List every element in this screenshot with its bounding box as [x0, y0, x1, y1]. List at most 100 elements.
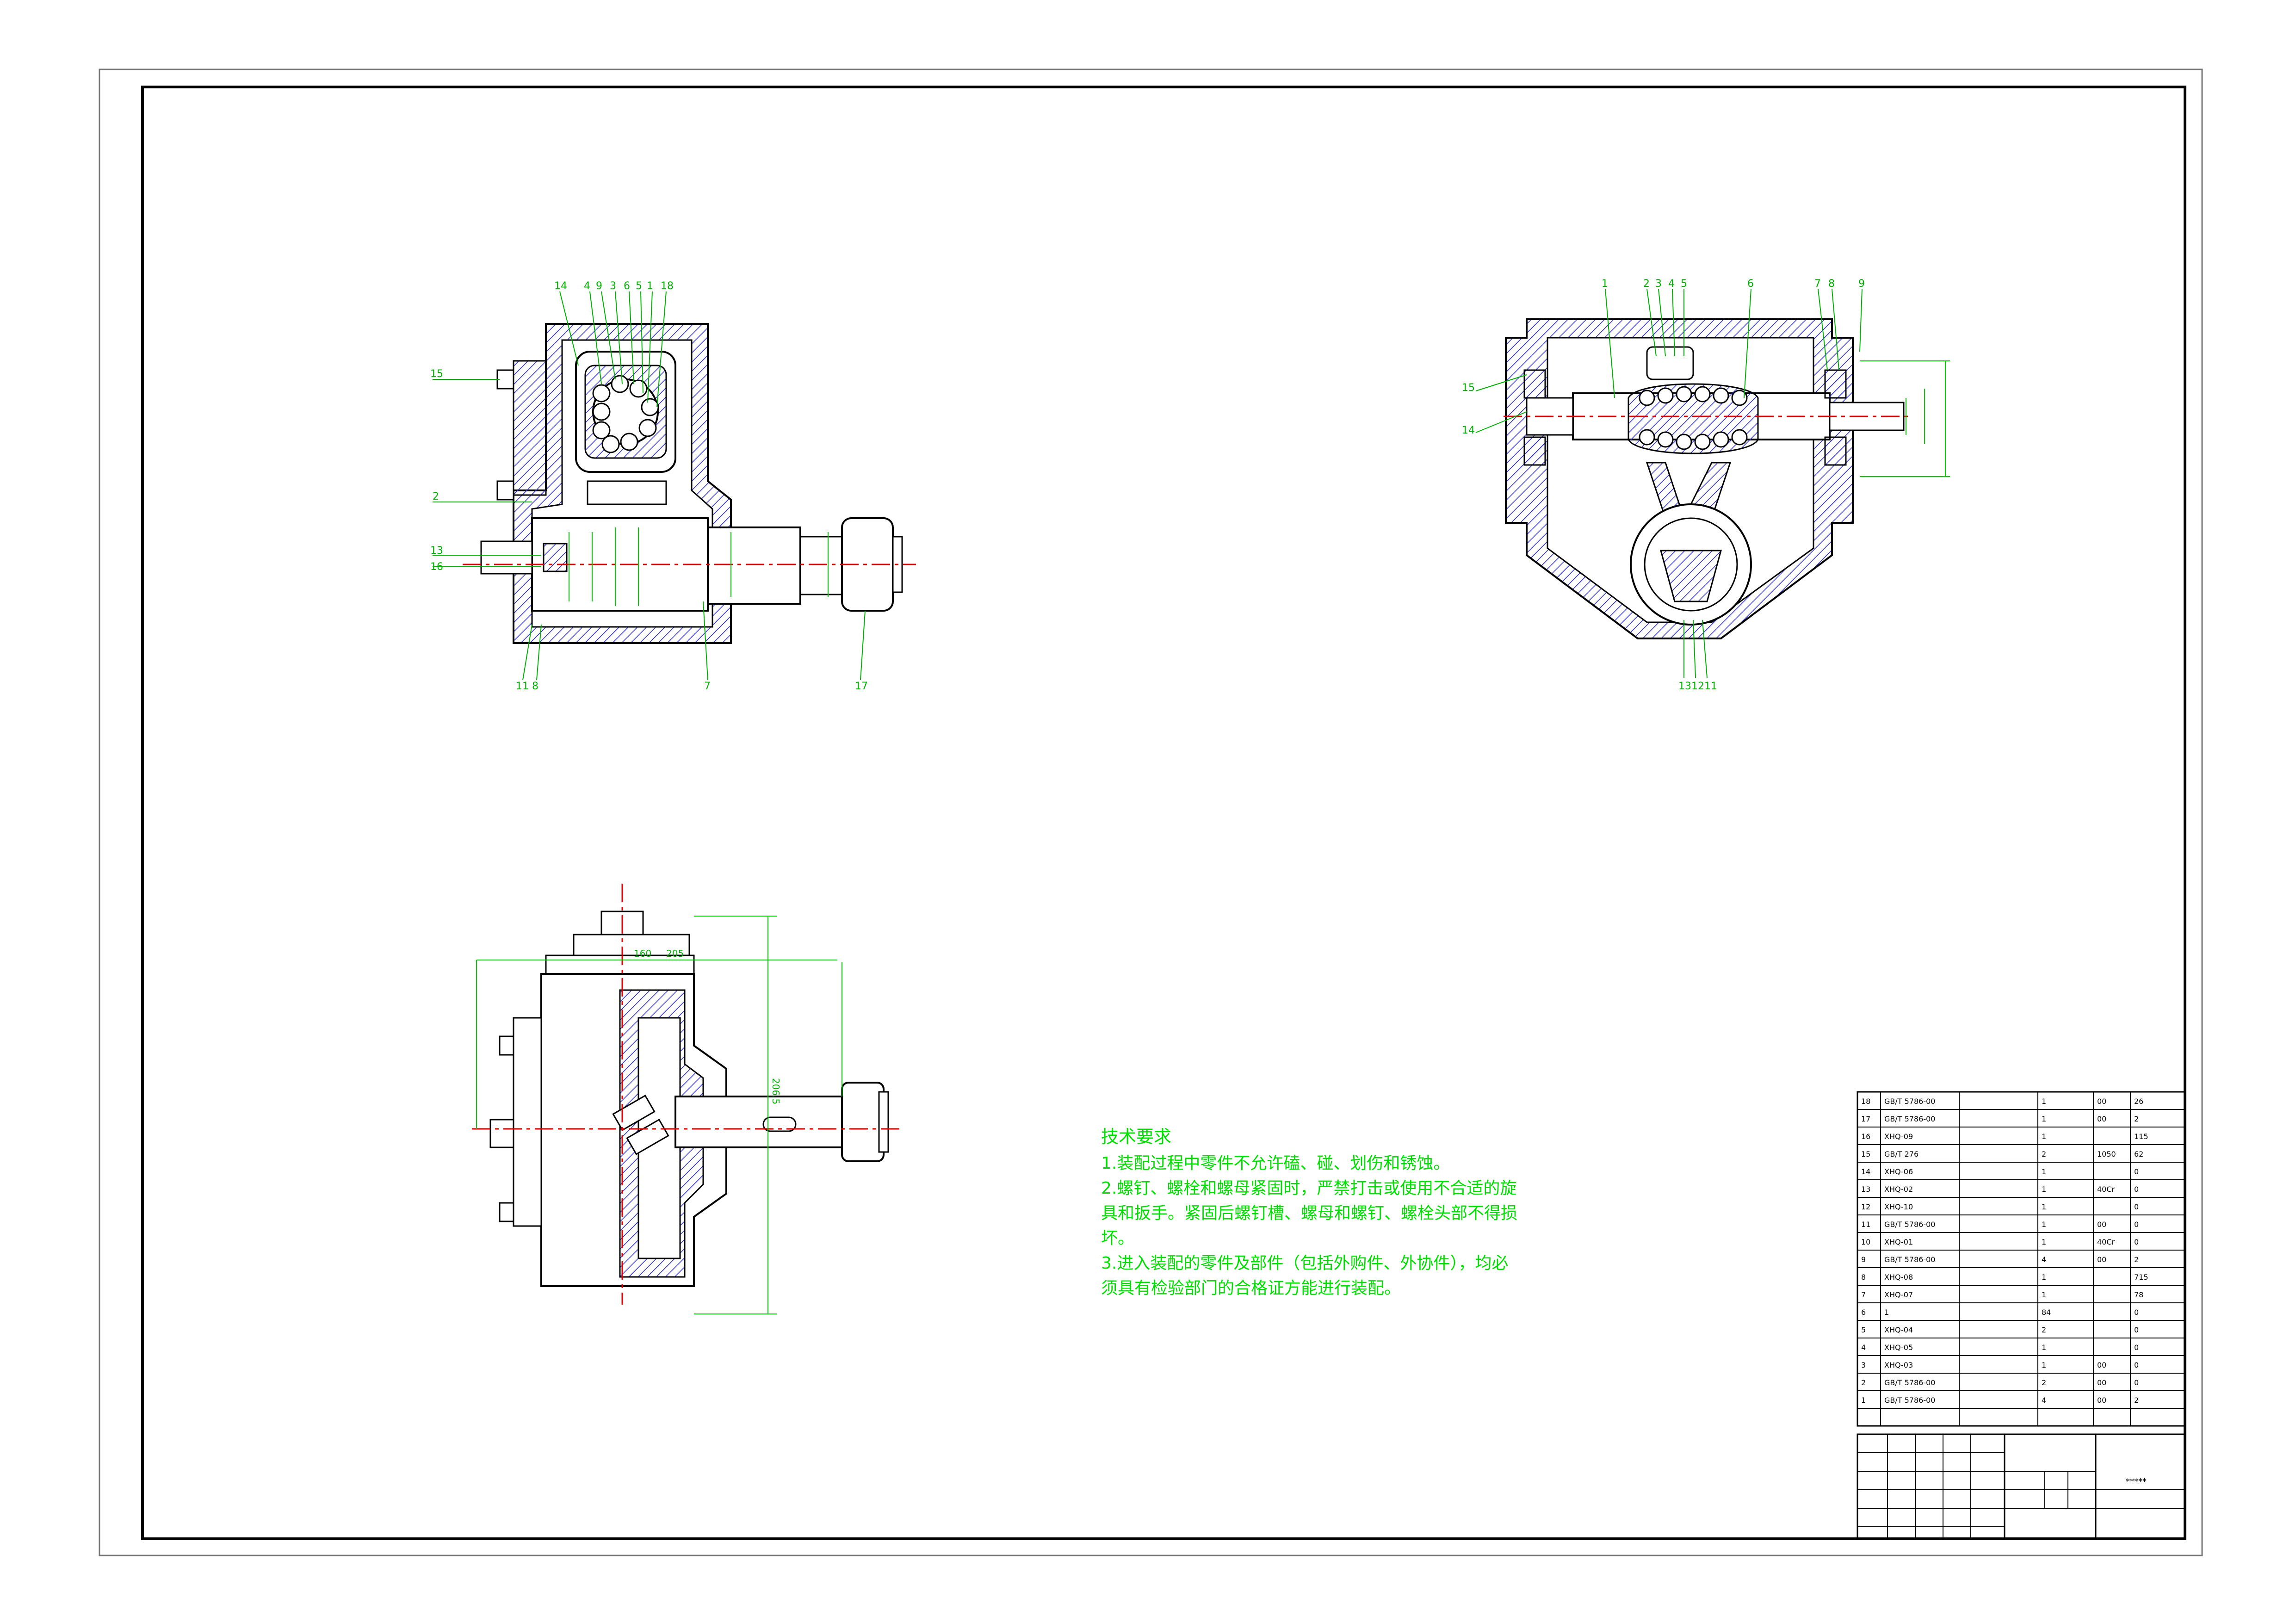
bom-cell: 2 [2042, 1378, 2046, 1387]
bom-cell: 0 [2134, 1185, 2139, 1194]
callout: 5 [636, 280, 642, 292]
bom-cell: 14 [1861, 1167, 1870, 1176]
callout: 9 [1858, 278, 1865, 290]
bom-cell: XHQ-04 [1884, 1326, 1913, 1334]
bom-cell: 2 [2134, 1115, 2139, 1123]
bom-cell: 0 [2134, 1308, 2139, 1317]
bom-cell: 1 [2042, 1185, 2046, 1194]
callout: 12 [1691, 681, 1704, 692]
callout: 15 [430, 368, 443, 380]
bom-cell: GB/T 5786-00 [1884, 1378, 1935, 1387]
bom-cell: XHQ-09 [1884, 1132, 1913, 1141]
bom-cell: 1 [2042, 1167, 2046, 1176]
callout: 18 [661, 280, 674, 292]
bom-cell: 00 [2097, 1255, 2106, 1264]
bom-cell: 1 [2042, 1273, 2046, 1282]
bom-cell: 1050 [2097, 1150, 2116, 1158]
bom-cell: 17 [1861, 1115, 1870, 1123]
callout: 11 [1704, 681, 1717, 692]
callout: 15 [1462, 382, 1475, 394]
bom-cell: 1 [2042, 1220, 2046, 1229]
bom-cell: 2 [1861, 1378, 1866, 1387]
callout: 13 [430, 545, 443, 557]
callout: 7 [1814, 278, 1821, 290]
bom-cell: 4 [2042, 1255, 2046, 1264]
bom-cell: 0 [2134, 1361, 2139, 1369]
bom-cell: 2 [2134, 1396, 2139, 1405]
bom-cell: XHQ-03 [1884, 1361, 1913, 1369]
bom-cell: 0 [2134, 1167, 2139, 1176]
bom-cell: 2 [2042, 1150, 2046, 1158]
bom-cell: XHQ-05 [1884, 1343, 1913, 1352]
bom-cell: 16 [1861, 1132, 1870, 1141]
bom-cell: 9 [1861, 1255, 1866, 1264]
bom-cell: 00 [2097, 1378, 2106, 1387]
bom-cell: 4 [1861, 1343, 1866, 1352]
bom-cell: 7 [1861, 1290, 1866, 1299]
callout: 8 [1828, 278, 1835, 290]
inner-frame [141, 86, 2186, 1540]
bom-cell: GB/T 5786-00 [1884, 1220, 1935, 1229]
callout: 2 [1643, 278, 1650, 290]
bom-cell: 0 [2134, 1202, 2139, 1211]
bom-cell: 18 [1861, 1097, 1870, 1106]
callout: 6 [624, 280, 630, 292]
bom-cell: 1 [2042, 1097, 2046, 1106]
dimension-label: 160 [634, 948, 651, 959]
bom-cell: GB/T 5786-00 [1884, 1255, 1935, 1264]
tech-requirement-item: 3.进入装配的零件及部件（包括外购件、外协件），均必须具有检验部门的合格证方能进… [1101, 1254, 1509, 1298]
callout: 2 [433, 491, 439, 502]
bom-cell: GB/T 276 [1884, 1150, 1918, 1158]
section-view-left: 14 4 9 3 6 5 1 18 15 2 13 16 11 8 7 17 [430, 280, 916, 692]
callout: 7 [704, 681, 711, 692]
bom-cell: XHQ-10 [1884, 1202, 1913, 1211]
bom-cell: 12 [1861, 1202, 1870, 1211]
bom-cell: 26 [2134, 1097, 2143, 1106]
callout: 3 [1655, 278, 1662, 290]
bom-cell: 15 [1861, 1150, 1870, 1158]
bom-cell: 1 [2042, 1132, 2046, 1141]
bom-cell: 0 [2134, 1378, 2139, 1387]
outer-border [99, 68, 2203, 1556]
callout: 1 [647, 280, 653, 292]
callout: 6 [1747, 278, 1754, 290]
bom-cell: 0 [2134, 1220, 2139, 1229]
callout: 14 [1462, 425, 1475, 436]
tech-requirement-item: 1.装配过程中零件不允许磕、碰、划伤和锈蚀。 [1101, 1154, 1450, 1173]
bom-cell: 13 [1861, 1185, 1870, 1194]
bom-cell: 6 [1861, 1308, 1866, 1317]
callout: 17 [855, 681, 868, 692]
bom-cell: 84 [2042, 1308, 2051, 1317]
bom-cell: GB/T 5786-00 [1884, 1396, 1935, 1405]
bom-cell: 1 [2042, 1238, 2046, 1246]
callout: 9 [596, 280, 602, 292]
callout: 1 [1602, 278, 1608, 290]
bom-cell: 40Cr [2097, 1238, 2115, 1246]
bom-cell: 4 [2042, 1396, 2046, 1405]
bom-cell: 715 [2134, 1273, 2148, 1282]
bom-cell: 00 [2097, 1361, 2106, 1369]
callout: 11 [516, 681, 529, 692]
bom-cell: 0 [2134, 1238, 2139, 1246]
technical-requirements: 技术要求 1.装配过程中零件不允许磕、碰、划伤和锈蚀。 2.螺钉、螺栓和螺母紧固… [1101, 1124, 1517, 1301]
bom-cell: 62 [2134, 1150, 2143, 1158]
bom-cell: 00 [2097, 1097, 2106, 1106]
bom-cell: 3 [1861, 1361, 1866, 1369]
bom-cell: 1 [1861, 1396, 1866, 1405]
bom-cell: 1 [2042, 1361, 2046, 1369]
callout: 3 [610, 280, 616, 292]
bom-cell: 40Cr [2097, 1185, 2115, 1194]
dimension-label: 205 [666, 948, 684, 959]
bom-cell: 1 [2042, 1290, 2046, 1299]
drawing-title: ***** [2126, 1477, 2147, 1487]
bom-cell: 0 [2134, 1343, 2139, 1352]
bom-cell: 0 [2134, 1326, 2139, 1334]
bom-cell: XHQ-06 [1884, 1167, 1913, 1176]
callout: 4 [1668, 278, 1675, 290]
callout: 14 [554, 280, 567, 292]
bom-cell: 5 [1861, 1326, 1866, 1334]
side-view: 160 205 206.5 [472, 884, 902, 1314]
bom-cell: 2 [2134, 1255, 2139, 1264]
